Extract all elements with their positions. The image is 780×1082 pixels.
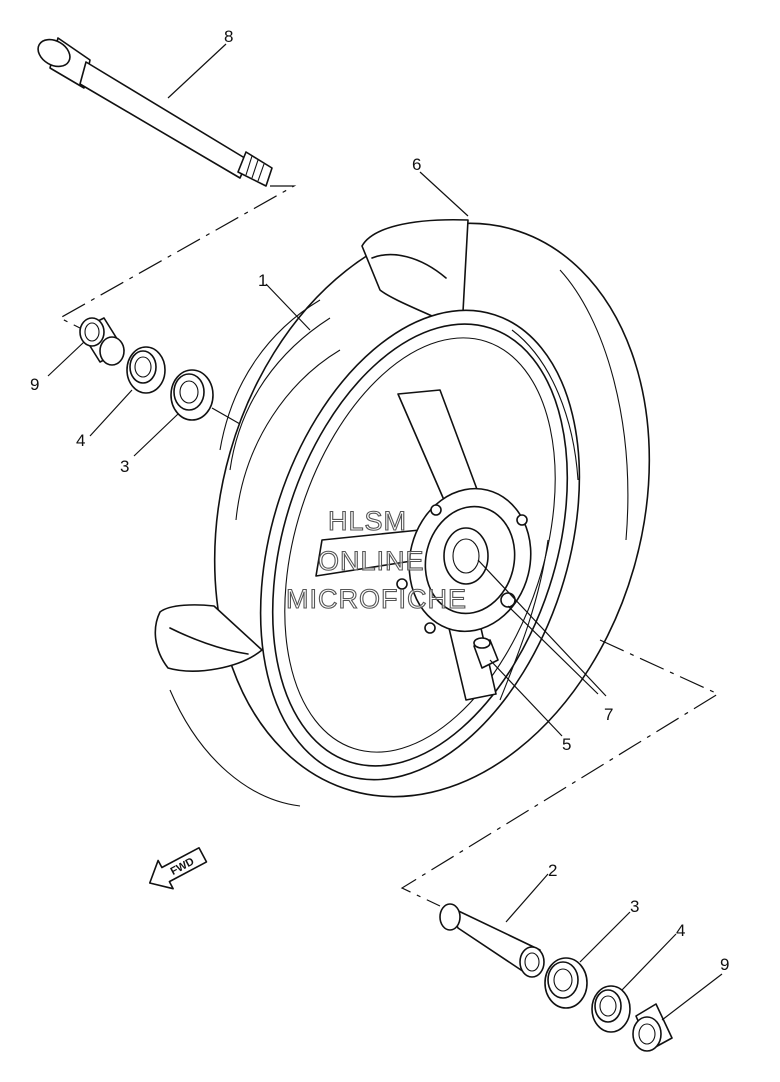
part-2-spacer[interactable]	[439, 903, 545, 978]
callout-8: 8	[224, 27, 233, 46]
part-4-bearing-bottom[interactable]	[591, 985, 631, 1033]
callout-2: 2	[548, 861, 557, 880]
part-5-valve[interactable]	[473, 637, 499, 669]
callout-9-bottom: 9	[720, 955, 729, 974]
callout-3-top: 3	[120, 457, 129, 476]
part-3-bearing-bottom[interactable]	[544, 957, 588, 1009]
callout-4-top: 4	[76, 431, 85, 450]
callout-7: 7	[604, 705, 613, 724]
fwd-direction-arrow: FWD	[148, 846, 208, 890]
leader-lines	[47, 43, 723, 1021]
axle-line-to-hub	[211, 407, 241, 425]
part-9-collar-top[interactable]	[79, 317, 125, 366]
callout-4-bottom: 4	[676, 921, 685, 940]
part-3-bearing-top[interactable]	[170, 369, 214, 421]
part-9-collar-bottom[interactable]	[632, 1003, 673, 1052]
callout-1: 1	[258, 271, 267, 290]
watermark-line-2: ONLINE	[318, 546, 425, 576]
part-8-front-wheel-axle[interactable]	[33, 34, 273, 187]
watermark-line-3: MICROFICHE	[286, 584, 467, 614]
axle-center-line-top	[58, 185, 297, 331]
callout-5: 5	[562, 735, 571, 754]
callout-6: 6	[412, 155, 421, 174]
part-4-bearing-top[interactable]	[126, 346, 166, 394]
watermark: HLSM ONLINE MICROFICHE	[285, 505, 467, 614]
callout-3-bottom: 3	[630, 897, 639, 916]
part-7-bolt[interactable]	[500, 592, 516, 608]
watermark-line-1: HLSM	[328, 506, 407, 536]
axle-center-line-bottom	[400, 639, 720, 907]
callout-9-top: 9	[30, 375, 39, 394]
part-1-cast-wheel[interactable]	[204, 269, 635, 821]
